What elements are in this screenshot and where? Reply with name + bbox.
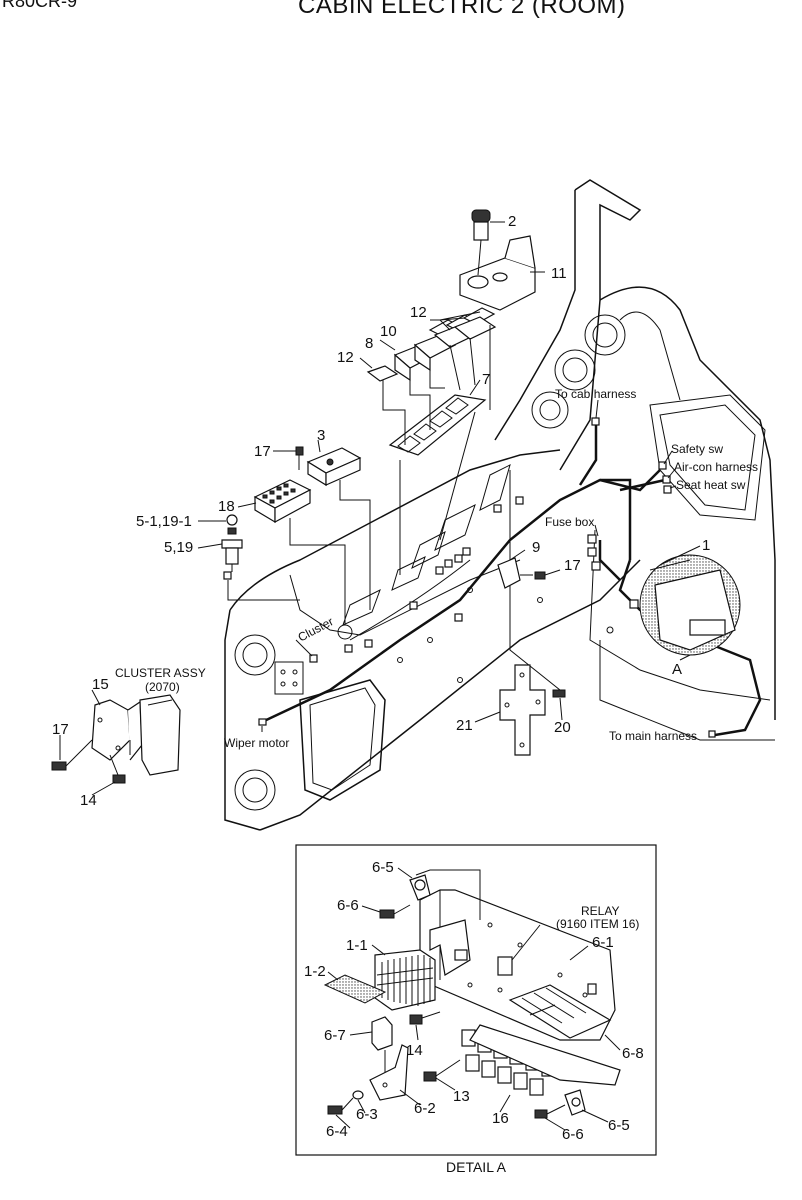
callout-5-19: 5,19 xyxy=(164,539,194,556)
detail-callout-6-1: 6-1 xyxy=(592,934,614,951)
detail-a-frame xyxy=(295,844,657,1156)
callout-20: 20 xyxy=(554,719,571,736)
detail-a-caption: DETAIL A xyxy=(446,1159,506,1175)
note-to-cab-harness: To cab harness xyxy=(555,387,637,401)
callout-detail-a-marker: A xyxy=(672,661,683,678)
callout-21: 21 xyxy=(456,717,473,734)
control-switches-left xyxy=(221,446,371,625)
callout-5-1-19-1: 5-1,19-1 xyxy=(136,513,192,530)
detail-callout-14: 14 xyxy=(406,1042,423,1059)
detail-callout-6-5-bottom: 6-5 xyxy=(608,1117,630,1134)
callout-2: 2 xyxy=(508,213,517,230)
detail-callout-6-4: 6-4 xyxy=(326,1123,348,1140)
cabin-panel xyxy=(224,179,776,831)
note-cluster-assy-ref: (2070) xyxy=(145,680,180,694)
callout-3: 3 xyxy=(317,427,326,444)
callout-9: 9 xyxy=(532,539,541,556)
callout-8: 8 xyxy=(365,335,374,352)
detail-callout-6-6-bottom: 6-6 xyxy=(562,1126,584,1143)
detail-callout-1-1: 1-1 xyxy=(346,937,368,954)
detail-callout-13: 13 xyxy=(453,1088,470,1105)
callout-7: 7 xyxy=(482,371,491,388)
detail-callout-6-7: 6-7 xyxy=(324,1027,346,1044)
detail-a-drawing xyxy=(323,867,621,1131)
callout-15: 15 xyxy=(92,676,109,693)
detail-callout-6-2: 6-2 xyxy=(414,1100,436,1117)
note-safety-sw: Safety sw xyxy=(671,442,724,456)
callout-12-top: 12 xyxy=(410,304,427,321)
detail-callout-6-5-top: 6-5 xyxy=(372,859,394,876)
callout-11: 11 xyxy=(551,265,567,282)
detail-callout-16: 16 xyxy=(492,1110,509,1127)
note-seat-heat-sw: Seat heat sw xyxy=(676,478,746,492)
note-aircon-harness: Air-con harness xyxy=(674,460,759,474)
callout-18: 18 xyxy=(218,498,235,515)
cluster-assembly xyxy=(51,694,181,784)
switch-group xyxy=(366,307,497,575)
callout-1: 1 xyxy=(702,537,711,554)
detail-callout-6-6-top: 6-6 xyxy=(337,897,359,914)
model-code: R80CR-9 xyxy=(2,0,78,11)
detail-a-callout-circle xyxy=(639,554,741,656)
wiring-harness xyxy=(223,417,762,738)
note-to-main-harness: To main harness xyxy=(609,729,698,743)
callout-17-top: 17 xyxy=(254,443,271,460)
note-wiper-motor: Wiper motor xyxy=(224,736,290,750)
callout-17-fuse: 17 xyxy=(564,557,581,574)
bracket-21 xyxy=(499,664,566,756)
callout-14-cluster: 14 xyxy=(80,792,97,809)
callout-12-left: 12 xyxy=(337,349,354,366)
detail-callout-1-2: 1-2 xyxy=(304,963,326,980)
note-fuse-box: Fuse box xyxy=(545,515,595,529)
detail-relay-ref: (9160 ITEM 16) xyxy=(556,917,640,931)
callout-leaders xyxy=(59,221,701,796)
diagram-title: CABIN ELECTRIC 2 (ROOM) xyxy=(298,0,626,19)
detail-callout-6-3: 6-3 xyxy=(356,1106,378,1123)
callout-17-cluster: 17 xyxy=(52,721,69,738)
socket-and-holder xyxy=(459,209,536,311)
detail-callout-6-8: 6-8 xyxy=(622,1045,644,1062)
detail-relay-label: RELAY xyxy=(581,904,620,918)
callout-10: 10 xyxy=(380,323,397,340)
note-cluster-assy: CLUSTER ASSY xyxy=(115,666,206,680)
fuse-box xyxy=(497,557,561,589)
